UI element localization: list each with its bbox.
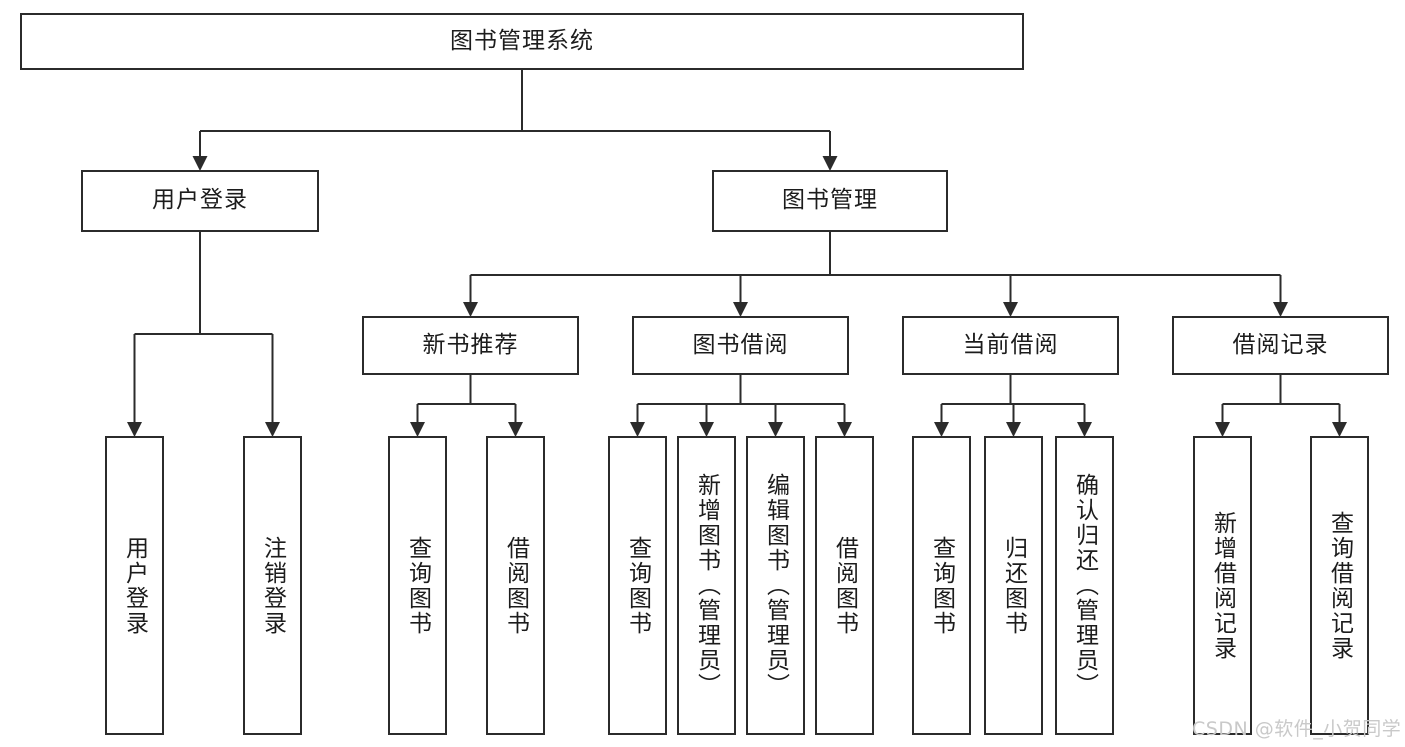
arrowhead-current-borrow bbox=[1003, 302, 1018, 317]
arrowhead-leaf-query-book-1 bbox=[410, 422, 425, 437]
node-user-login: 用户登录 bbox=[81, 170, 319, 232]
node-leaf-query-book-2: 查询图书 bbox=[608, 436, 667, 735]
arrowhead-leaf-edit-book bbox=[768, 422, 783, 437]
node-label: 用户登录 bbox=[121, 535, 148, 636]
node-book-borrow: 图书借阅 bbox=[632, 316, 849, 375]
node-label: 新书推荐 bbox=[422, 331, 519, 358]
watermark: CSDN @软件_小贺同学 bbox=[1192, 718, 1402, 740]
node-label: 查询图书 bbox=[624, 535, 651, 636]
node-label: 借阅记录 bbox=[1232, 331, 1329, 358]
node-label: 图书借阅 bbox=[692, 331, 789, 358]
node-label: 借阅图书 bbox=[502, 535, 529, 636]
node-leaf-add-record: 新增借阅记录 bbox=[1193, 436, 1252, 735]
arrowhead-leaf-query-book-3 bbox=[934, 422, 949, 437]
node-root: 图书管理系统 bbox=[20, 13, 1024, 70]
node-label: 图书管理系统 bbox=[450, 27, 594, 54]
node-leaf-logout: 注销登录 bbox=[243, 436, 302, 735]
node-label: 借阅图书 bbox=[831, 535, 858, 636]
node-label: 新增图书（管理员） bbox=[693, 473, 720, 698]
arrowhead-leaf-add-record bbox=[1215, 422, 1230, 437]
node-current-borrow: 当前借阅 bbox=[902, 316, 1119, 375]
node-label: 新增借阅记录 bbox=[1209, 510, 1236, 661]
arrowhead-leaf-borrow-book-2 bbox=[837, 422, 852, 437]
node-borrow-record: 借阅记录 bbox=[1172, 316, 1389, 375]
node-leaf-confirm-return: 确认归还（管理员） bbox=[1055, 436, 1114, 735]
arrowhead-leaf-return-book bbox=[1006, 422, 1021, 437]
node-label: 用户登录 bbox=[152, 187, 248, 214]
node-leaf-user-login: 用户登录 bbox=[105, 436, 164, 735]
arrowhead-leaf-add-book bbox=[699, 422, 714, 437]
arrowhead-leaf-query-book-2 bbox=[630, 422, 645, 437]
node-leaf-borrow-book-2: 借阅图书 bbox=[815, 436, 874, 735]
arrowhead-book-borrow bbox=[733, 302, 748, 317]
arrowhead-leaf-logout bbox=[265, 422, 280, 437]
node-label: 查询图书 bbox=[928, 535, 955, 636]
node-leaf-return-book: 归还图书 bbox=[984, 436, 1043, 735]
arrowhead-leaf-confirm-return bbox=[1077, 422, 1092, 437]
node-label: 当前借阅 bbox=[962, 331, 1059, 358]
node-leaf-query-record: 查询借阅记录 bbox=[1310, 436, 1369, 735]
arrowhead-borrow-record bbox=[1273, 302, 1288, 317]
arrowhead-user-login bbox=[192, 156, 208, 171]
node-leaf-borrow-book-1: 借阅图书 bbox=[486, 436, 545, 735]
node-book-manage: 图书管理 bbox=[712, 170, 948, 232]
node-label: 查询借阅记录 bbox=[1326, 510, 1353, 661]
arrowhead-book-manage bbox=[822, 156, 838, 171]
arrowhead-leaf-query-record bbox=[1332, 422, 1347, 437]
node-label: 注销登录 bbox=[259, 535, 286, 636]
node-label: 确认归还（管理员） bbox=[1071, 473, 1098, 698]
node-leaf-query-book-3: 查询图书 bbox=[912, 436, 971, 735]
node-label: 归还图书 bbox=[1000, 535, 1027, 636]
node-leaf-edit-book: 编辑图书（管理员） bbox=[746, 436, 805, 735]
node-label: 编辑图书（管理员） bbox=[762, 473, 789, 698]
arrowhead-leaf-borrow-book-1 bbox=[508, 422, 523, 437]
node-leaf-query-book-1: 查询图书 bbox=[388, 436, 447, 735]
node-label: 查询图书 bbox=[404, 535, 431, 636]
node-new-book-rec: 新书推荐 bbox=[362, 316, 579, 375]
node-leaf-add-book: 新增图书（管理员） bbox=[677, 436, 736, 735]
node-label: 图书管理 bbox=[782, 187, 878, 214]
arrowhead-leaf-user-login bbox=[127, 422, 142, 437]
arrowhead-new-book-rec bbox=[463, 302, 478, 317]
